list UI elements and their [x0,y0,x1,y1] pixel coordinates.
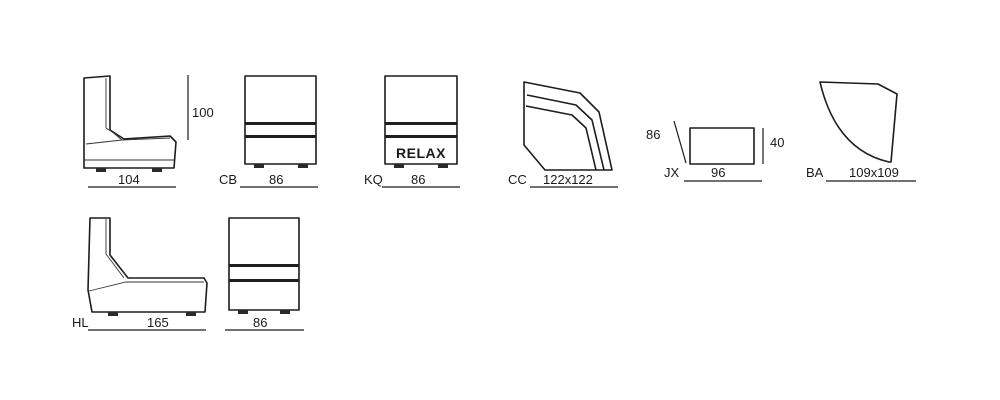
corner-width-label: 104 [118,172,140,187]
hl-back-line [105,219,125,279]
cc-body [523,81,613,171]
corner-body [83,75,177,169]
module-cc: CC 122x122 [508,81,618,188]
armless-band-lower [229,279,299,282]
cb-band-lower [245,135,316,138]
ba-width-label: 109x109 [849,165,899,180]
jx-right-height-label: 40 [770,135,784,150]
jx-width-label: 96 [711,165,725,180]
module-hl: HL 165 [72,217,208,331]
module-armless-86: 86 [225,217,304,331]
hl-code-label: HL [72,315,89,330]
hl-seat-line [88,281,204,292]
armless-foot-right [280,310,290,314]
armless-foot-left [238,310,248,314]
kq-band-upper [385,122,457,125]
module-jx: 86 40 JX 96 [646,120,784,182]
ba-code-label: BA [806,165,824,180]
armless-band-upper [229,264,299,267]
hl-foot-right [186,312,196,316]
jx-left-height-label: 86 [646,127,660,142]
cc-band-lower [525,105,597,171]
jx-code-label: JX [664,165,680,180]
module-ba: BA 109x109 [806,81,916,182]
cb-code-label: CB [219,172,237,187]
ba-body [819,81,898,163]
cb-foot-left [254,164,264,168]
module-cb: CB 86 [219,75,318,188]
kq-code-label: KQ [364,172,383,187]
kq-body [384,75,458,165]
hl-body [87,217,208,313]
cc-width-label: 122x122 [543,172,593,187]
kq-relax-badge: RELAX [396,145,446,161]
corner-back-line [105,78,121,138]
corner-foot-left [96,168,106,172]
hl-width-label: 165 [147,315,169,330]
cc-code-label: CC [508,172,527,187]
armless-width-label: 86 [253,315,267,330]
corner-height-label: 100 [192,105,214,120]
kq-foot-left [394,164,404,168]
hl-foot-left [108,312,118,316]
cc-band-upper [526,94,605,171]
jx-body [689,127,755,165]
corner-foot-right [152,168,162,172]
kq-band-lower [385,135,457,138]
cb-width-label: 86 [269,172,283,187]
module-kq: RELAX KQ 86 [364,75,460,188]
cb-body [244,75,317,165]
corner-seat-line [84,129,174,161]
module-corner-104: 100 104 [83,75,214,188]
cb-foot-right [298,164,308,168]
kq-width-label: 86 [411,172,425,187]
kq-foot-right [438,164,448,168]
jx-left-height-line [673,120,687,164]
cb-band-upper [245,122,316,125]
